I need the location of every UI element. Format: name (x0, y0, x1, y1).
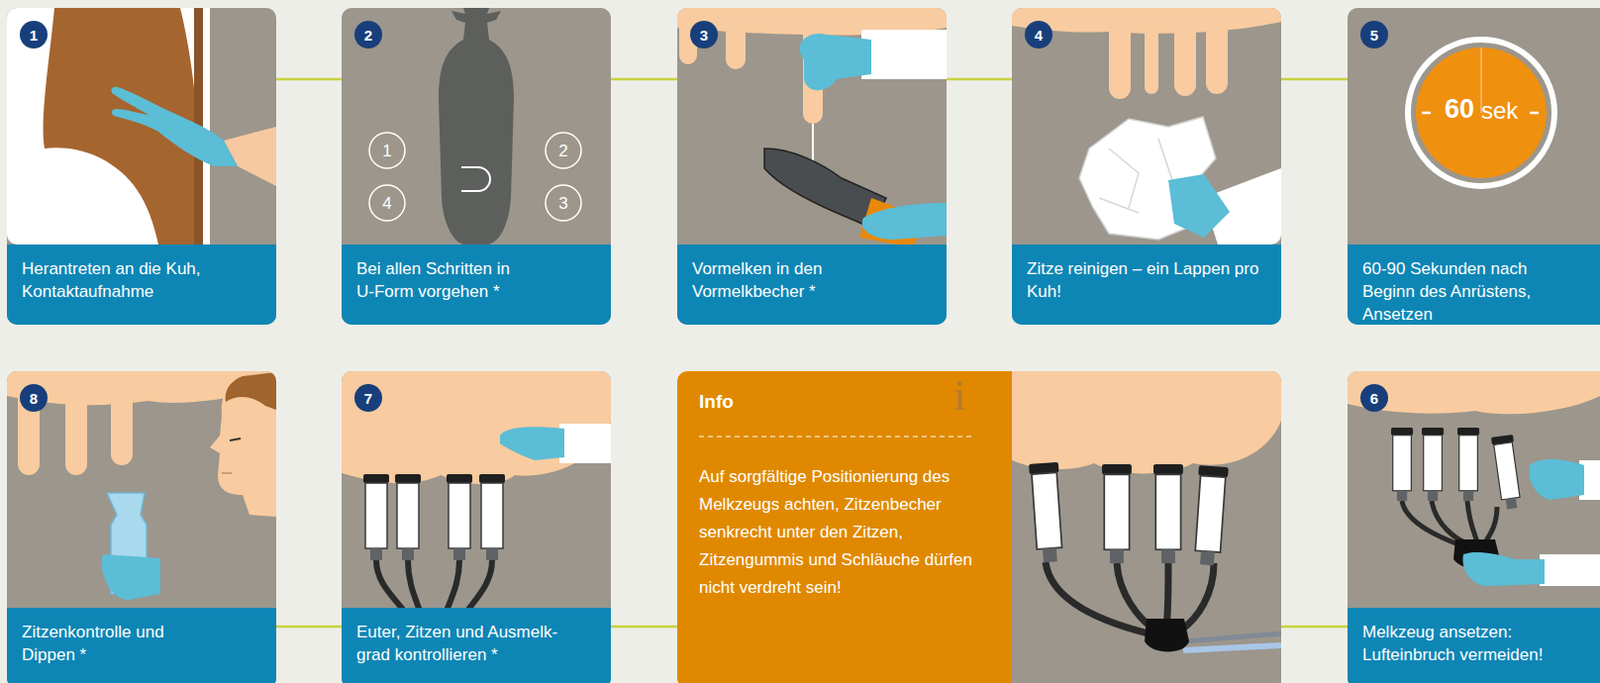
step-card: 60-90 Sekunden nach Beginn des Anrüstens… (1347, 7, 1600, 325)
step-number-text: 5 (1360, 20, 1389, 49)
step-caption: 60-90 Sekunden nach Beginn des Anrüstens… (1347, 244, 1600, 325)
step-number: 2 (354, 20, 383, 49)
step-caption: Zitzenkontrolle und Dippen * (6, 607, 277, 683)
step-caption: Euter, Zitzen und Ausmelk-grad kontrolli… (341, 607, 611, 683)
step-caption: Melkzeug ansetzen: Lufteinbruch vermeide… (1347, 607, 1600, 683)
step-number-text: 2 (354, 20, 383, 49)
order-number: 3 (545, 185, 582, 221)
info-text: Auf sorgfältige Positionierung des Melkz… (699, 463, 989, 602)
step-card: Bei allen Schritten in U-Form vorgehen *… (341, 7, 611, 325)
info-heading: Info (699, 391, 734, 413)
step-connector (276, 78, 342, 82)
step-number: 7 (354, 384, 383, 412)
step-number: 6 (1360, 384, 1389, 412)
step-card: Vormelken in den Vormelkbecher * 3 (677, 7, 947, 325)
timer-unit: sek (1481, 99, 1518, 123)
step-number-text: 3 (690, 20, 718, 49)
order-number: 4 (369, 185, 405, 221)
step-card: Zitzenkontrolle und Dippen * 8 (6, 371, 277, 683)
step-caption: Zitze reinigen – ein Lappen pro Kuh! (1011, 244, 1282, 325)
order-number: 2 (545, 132, 582, 169)
step-number: 1 (19, 20, 48, 49)
step-card: Herantreten an die Kuh, Kontaktaufnahme 1 (6, 7, 277, 325)
info-box: InfoAuf sorgfältige Positionierung des M… (677, 371, 1282, 683)
step-card: Euter, Zitzen und Ausmelk-grad kontrolli… (341, 371, 611, 683)
step-number: 4 (1024, 20, 1053, 49)
step-card: Melkzeug ansetzen: Lufteinbruch vermeide… (1347, 371, 1600, 683)
step-number: 5 (1360, 20, 1389, 49)
step-caption: Vormelken in den Vormelkbecher * (677, 244, 947, 325)
step-number: 3 (690, 20, 718, 49)
step-number-text: 4 (1024, 20, 1053, 49)
info-icon: i (953, 374, 966, 418)
step-connector (276, 625, 342, 629)
order-number: 1 (369, 132, 405, 169)
step-connector (610, 625, 678, 629)
step-number: 8 (19, 384, 48, 412)
step-number-text: 8 (19, 384, 48, 412)
step-connector (946, 78, 1012, 82)
step-connector (1281, 625, 1348, 629)
step-connector (610, 78, 678, 82)
timer-value: 60 (1444, 96, 1475, 123)
step-number-text: 7 (354, 384, 383, 412)
step-number-text: 1 (19, 20, 48, 49)
step-caption: Bei allen Schritten in U-Form vorgehen * (341, 244, 611, 325)
step-number-text: 6 (1360, 384, 1389, 412)
step-connector (1281, 78, 1348, 82)
step-card: Zitze reinigen – ein Lappen pro Kuh! 4 (1011, 7, 1282, 325)
step-caption: Herantreten an die Kuh, Kontaktaufnahme (6, 244, 277, 325)
